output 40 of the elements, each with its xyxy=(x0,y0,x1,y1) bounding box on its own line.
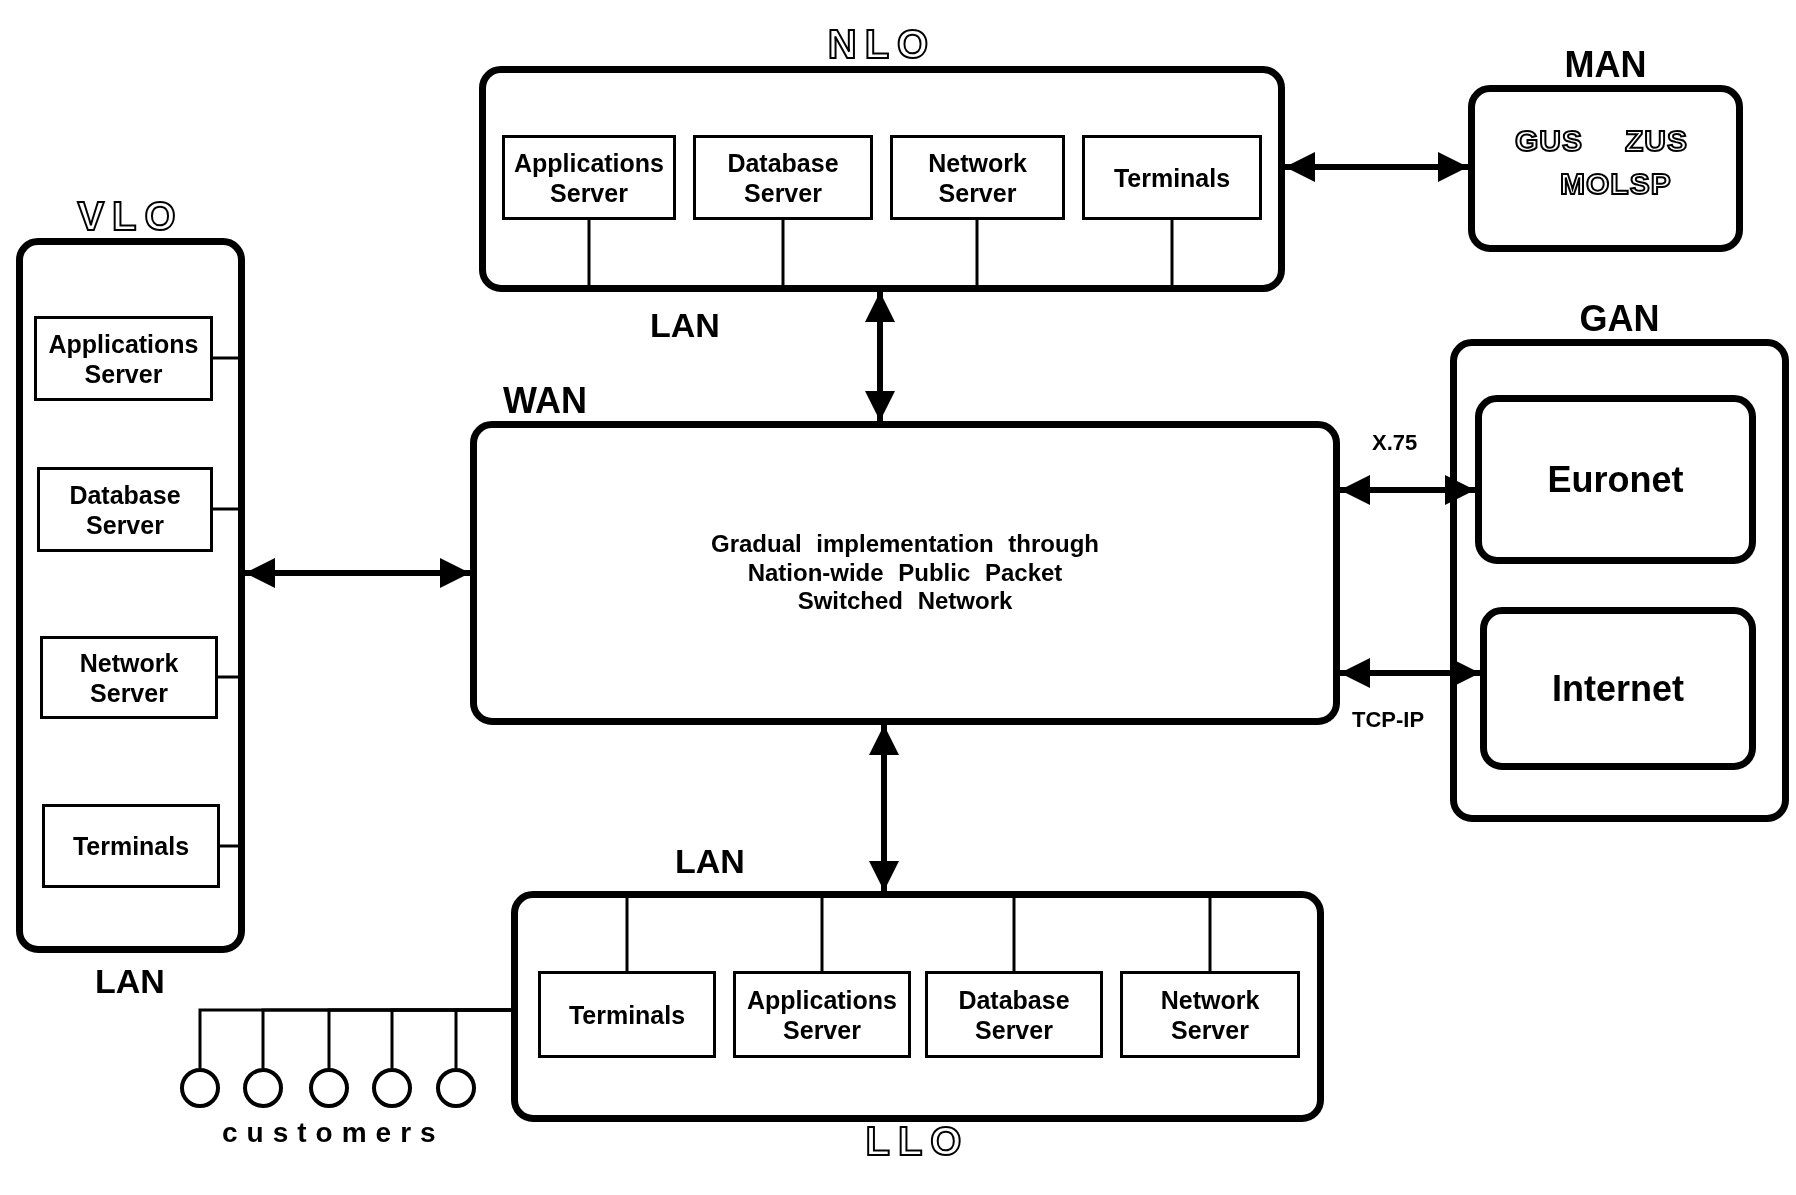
server-box: Network Server xyxy=(890,135,1065,220)
caption-text: customers xyxy=(222,1117,445,1149)
group-title: VLO xyxy=(75,194,185,239)
server-box: Terminals xyxy=(538,971,716,1058)
network-name: ZUS xyxy=(1625,124,1688,158)
customer-circle xyxy=(180,1068,220,1108)
server-box: Applications Server xyxy=(34,316,213,401)
server-box: Applications Server xyxy=(502,135,676,220)
server-box: Database Server xyxy=(925,971,1103,1058)
customer-circle xyxy=(309,1068,349,1108)
group-title: NLO xyxy=(826,22,938,67)
server-box: Terminals xyxy=(1082,135,1262,220)
connector-line xyxy=(454,1008,511,1068)
server-box: Terminals xyxy=(42,804,220,888)
customer-circle xyxy=(372,1068,412,1108)
group-title: LLO xyxy=(864,1119,971,1164)
double-arrow xyxy=(1285,152,1468,182)
server-box: Network Server xyxy=(40,636,218,719)
network-label: LAN xyxy=(650,306,720,345)
server-box: Network Server xyxy=(1120,971,1300,1058)
network-name: MOLSP xyxy=(1560,167,1672,201)
description-text: Gradual implementation through Nation-wide Public Packet Switched Network xyxy=(710,529,1100,617)
customer-circle xyxy=(436,1068,476,1108)
server-box: Database Server xyxy=(693,135,873,220)
double-arrow xyxy=(869,725,899,891)
network-label: LAN xyxy=(95,962,165,1001)
server-box: Database Server xyxy=(37,467,213,552)
double-arrow xyxy=(865,292,895,421)
double-arrow xyxy=(1340,658,1480,688)
group-title: MAN xyxy=(1563,44,1648,86)
network-box: Internet xyxy=(1480,607,1756,770)
network-box: Euronet xyxy=(1475,395,1756,564)
double-arrow xyxy=(1340,475,1475,505)
network-name: GUS xyxy=(1515,124,1583,158)
double-arrow xyxy=(245,558,470,588)
network-label: LAN xyxy=(675,842,745,881)
customer-circle xyxy=(243,1068,283,1108)
server-box: Applications Server xyxy=(733,971,911,1058)
group-title: GAN xyxy=(1578,298,1661,340)
group-title: WAN xyxy=(503,380,588,422)
